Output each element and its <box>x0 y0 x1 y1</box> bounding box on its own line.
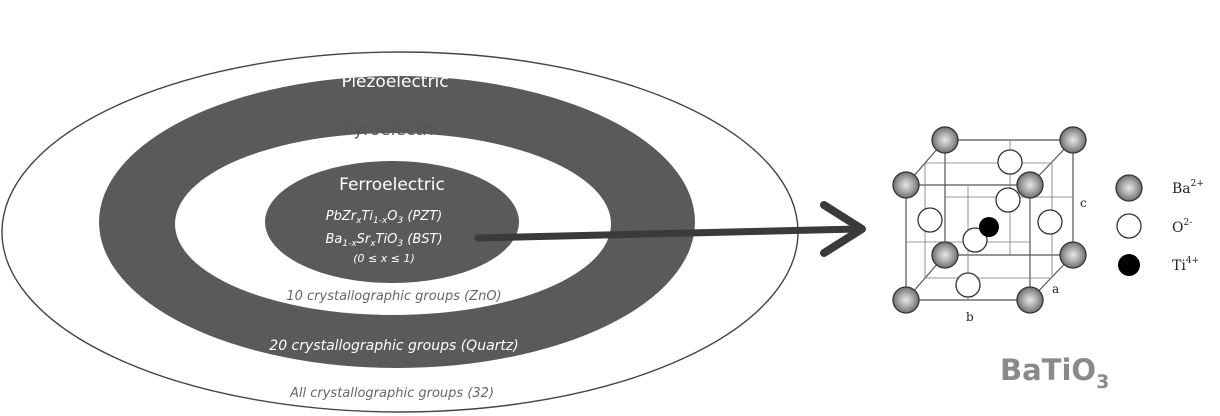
barium-ion <box>1059 126 1087 154</box>
grey-sphere-icon <box>1115 174 1143 202</box>
ferroelectric-core <box>265 161 519 283</box>
compound-title: BaTiO3 <box>1000 353 1109 393</box>
barium-ion <box>931 241 959 269</box>
axis-b-label: b <box>966 310 974 324</box>
barium-ions <box>892 126 1087 314</box>
barium-ion <box>1059 241 1087 269</box>
black-dot-icon <box>1118 254 1140 276</box>
crystal-lattice: c a b <box>892 126 1087 324</box>
white-band-note: 10 crystallographic groups (ZnO) <box>286 289 501 304</box>
bst-formula: Ba1-xSrxTiO3 (BST) <box>325 232 442 249</box>
oxygen-ions <box>917 149 1063 298</box>
barium-ion <box>1016 171 1044 199</box>
dark-band-note: 20 crystallographic groups (Quartz) <box>269 338 518 354</box>
outer-note: All crystallographic groups (32) <box>289 386 494 401</box>
barium-ion <box>892 286 920 314</box>
piezoelectric-label: Piezoelectric <box>341 72 448 92</box>
arrow <box>474 201 866 257</box>
barium-ion <box>1016 286 1044 314</box>
composition-range: (0 ≤ x ≤ 1) <box>353 252 415 265</box>
oxygen-ion <box>1037 209 1063 235</box>
axis-c-label: c <box>1080 196 1087 210</box>
titanium-ion <box>979 217 999 237</box>
ferroelectric-label: Ferroelectric <box>339 175 445 195</box>
pyroelectric-label: Pyroelectric <box>343 120 443 140</box>
barium-ion <box>931 126 959 154</box>
legend-oxygen-label: O2- <box>1172 218 1192 236</box>
ring-diagram: Piezoelectric Pyroelectric Ferroelectric… <box>1 51 799 413</box>
oxygen-ion <box>962 227 988 253</box>
white-circle-icon <box>1116 213 1142 239</box>
legend-barium-label: Ba2+ <box>1172 179 1204 197</box>
pzt-formula: PbZrxTi1-xO3 (PZT) <box>326 209 442 226</box>
ion-legend: Ba2+ O2- Ti4+ <box>1115 174 1204 276</box>
barium-ion <box>892 171 920 199</box>
oxygen-ion <box>997 149 1023 175</box>
oxygen-ion <box>955 272 981 298</box>
oxygen-ion <box>917 207 943 233</box>
oxygen-ion <box>995 187 1021 213</box>
legend-titanium-label: Ti4+ <box>1172 256 1199 274</box>
axis-a-label: a <box>1052 282 1059 296</box>
